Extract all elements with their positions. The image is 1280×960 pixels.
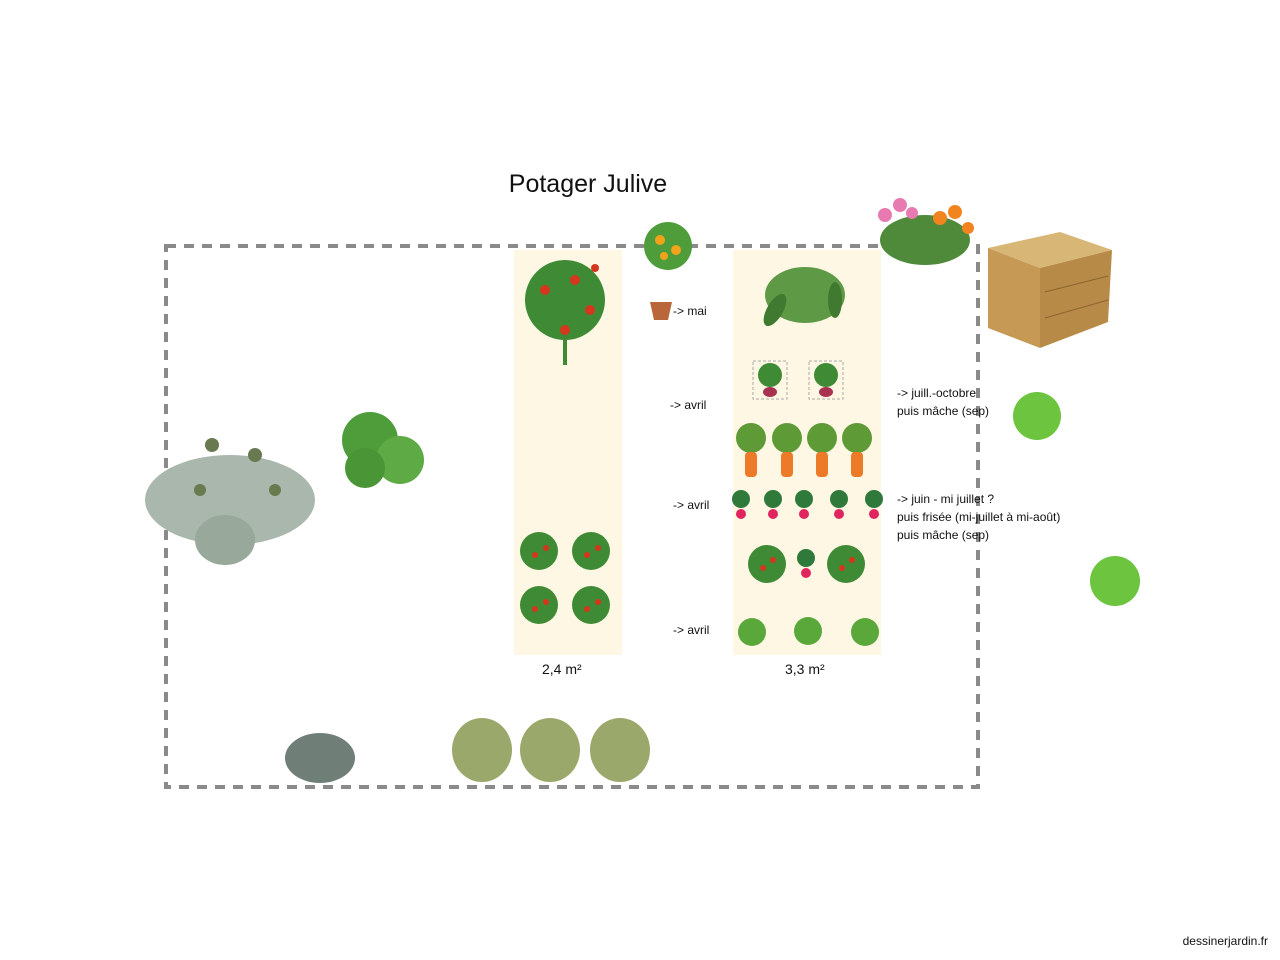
page-title: Potager Julive [508, 170, 668, 198]
note-avril: -> avril [670, 398, 707, 412]
cucumber-plant-icon [763, 267, 845, 327]
rosemary-bush-icon [520, 718, 580, 782]
lettuce-icon [851, 618, 879, 646]
note-right-2: -> juin - mi juillet ? puis frisée (mi-j… [897, 490, 1060, 544]
note-mai: -> mai [673, 304, 707, 318]
note-line: puis mâche (sep) [897, 528, 990, 542]
beetroot-plant-icon [808, 360, 844, 400]
carrot-plant-icon [772, 423, 802, 477]
beetroot-plant-icon [752, 360, 788, 400]
radish-plant-icon [795, 490, 813, 519]
note-line: -> juin - mi juillet ? [897, 492, 995, 506]
radish-plant-icon [830, 490, 848, 519]
footer-credit: dessinerjardin.fr [1182, 934, 1268, 948]
bed-area-right: 3,3 m² [785, 661, 825, 677]
rhubarb-plant-icon [342, 412, 424, 488]
sage-bush-icon [285, 733, 355, 783]
lettuce-icon [738, 618, 766, 646]
lettuce-icon [794, 617, 822, 645]
carrot-plant-icon [736, 423, 766, 477]
lettuce-icon [1090, 556, 1140, 606]
strawberry-plant-icon [748, 545, 786, 583]
bed-area-left: 2,4 m² [542, 661, 582, 677]
flower-pot-icon [650, 302, 672, 320]
note-avril: -> avril [673, 498, 710, 512]
compost-bin-icon [988, 232, 1112, 348]
carrot-plant-icon [807, 423, 837, 477]
note-line: puis frisée (mi-juillet à mi-août) [897, 510, 1061, 524]
note-line: -> juill.-octobre [897, 386, 977, 400]
nasturtium-flower-icon [644, 222, 692, 270]
tomato-plant-icon [525, 260, 605, 365]
strawberry-plant-icon [572, 532, 610, 570]
radish-plant-icon [764, 490, 782, 519]
carrot-plant-icon [842, 423, 872, 477]
note-avril: -> avril [673, 623, 710, 637]
artichoke-plant-icon [145, 438, 315, 565]
radish-plant-icon [732, 490, 750, 519]
strawberry-plant-icon [572, 586, 610, 624]
strawberry-plant-icon [827, 545, 865, 583]
rosemary-bush-icon [590, 718, 650, 782]
strawberry-plant-icon [520, 586, 558, 624]
dahlia-flowers-icon [878, 198, 974, 265]
strawberry-plant-icon [520, 532, 558, 570]
radish-plant-icon [797, 549, 815, 578]
note-line: puis mâche (sep) [897, 404, 990, 418]
rosemary-bush-icon [452, 718, 512, 782]
radish-plant-icon [865, 490, 883, 519]
lettuce-icon [1013, 392, 1061, 440]
note-right-1: -> juill.-octobre puis mâche (sep) [897, 384, 989, 420]
